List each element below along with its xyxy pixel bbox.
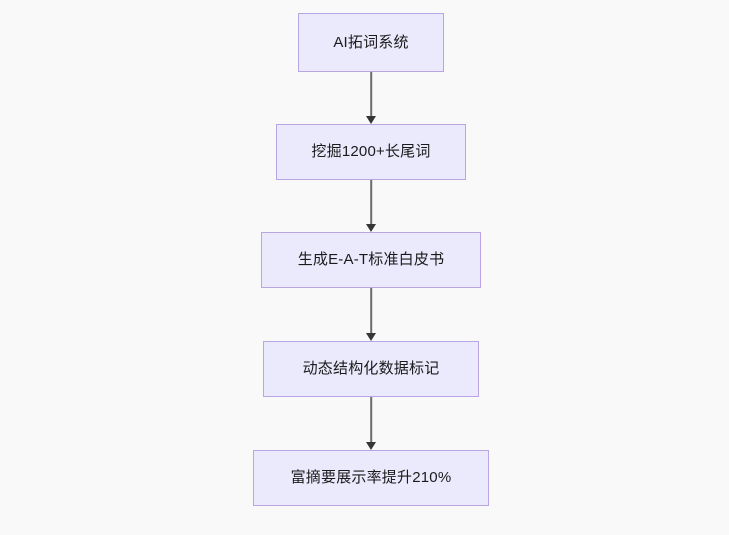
node-label: AI拓词系统	[333, 33, 409, 51]
flowchart-node-1[interactable]: AI拓词系统	[298, 13, 444, 72]
node-label: 动态结构化数据标记	[302, 360, 440, 377]
connector-arrow	[364, 397, 378, 450]
flowchart-node-4[interactable]: 动态结构化数据标记	[263, 341, 479, 397]
node-label: 生成E-A-T标准白皮书	[297, 251, 445, 268]
flowchart-node-3[interactable]: 生成E-A-T标准白皮书	[261, 232, 481, 288]
arrowhead-icon	[366, 224, 376, 232]
connector-arrow	[364, 180, 378, 232]
connector-line	[370, 288, 372, 334]
connector-line	[370, 397, 372, 443]
connector-arrow	[364, 288, 378, 341]
arrowhead-icon	[366, 442, 376, 450]
connector-arrow	[364, 72, 378, 124]
flowchart-node-5[interactable]: 富摘要展示率提升210%	[253, 450, 489, 506]
flowchart-node-2[interactable]: 挖掘1200+长尾词	[276, 124, 466, 180]
arrowhead-icon	[366, 333, 376, 341]
node-label: 富摘要展示率提升210%	[290, 469, 452, 486]
connector-line	[370, 72, 372, 117]
connector-line	[370, 180, 372, 225]
arrowhead-icon	[366, 116, 376, 124]
node-label: 挖掘1200+长尾词	[311, 143, 431, 160]
